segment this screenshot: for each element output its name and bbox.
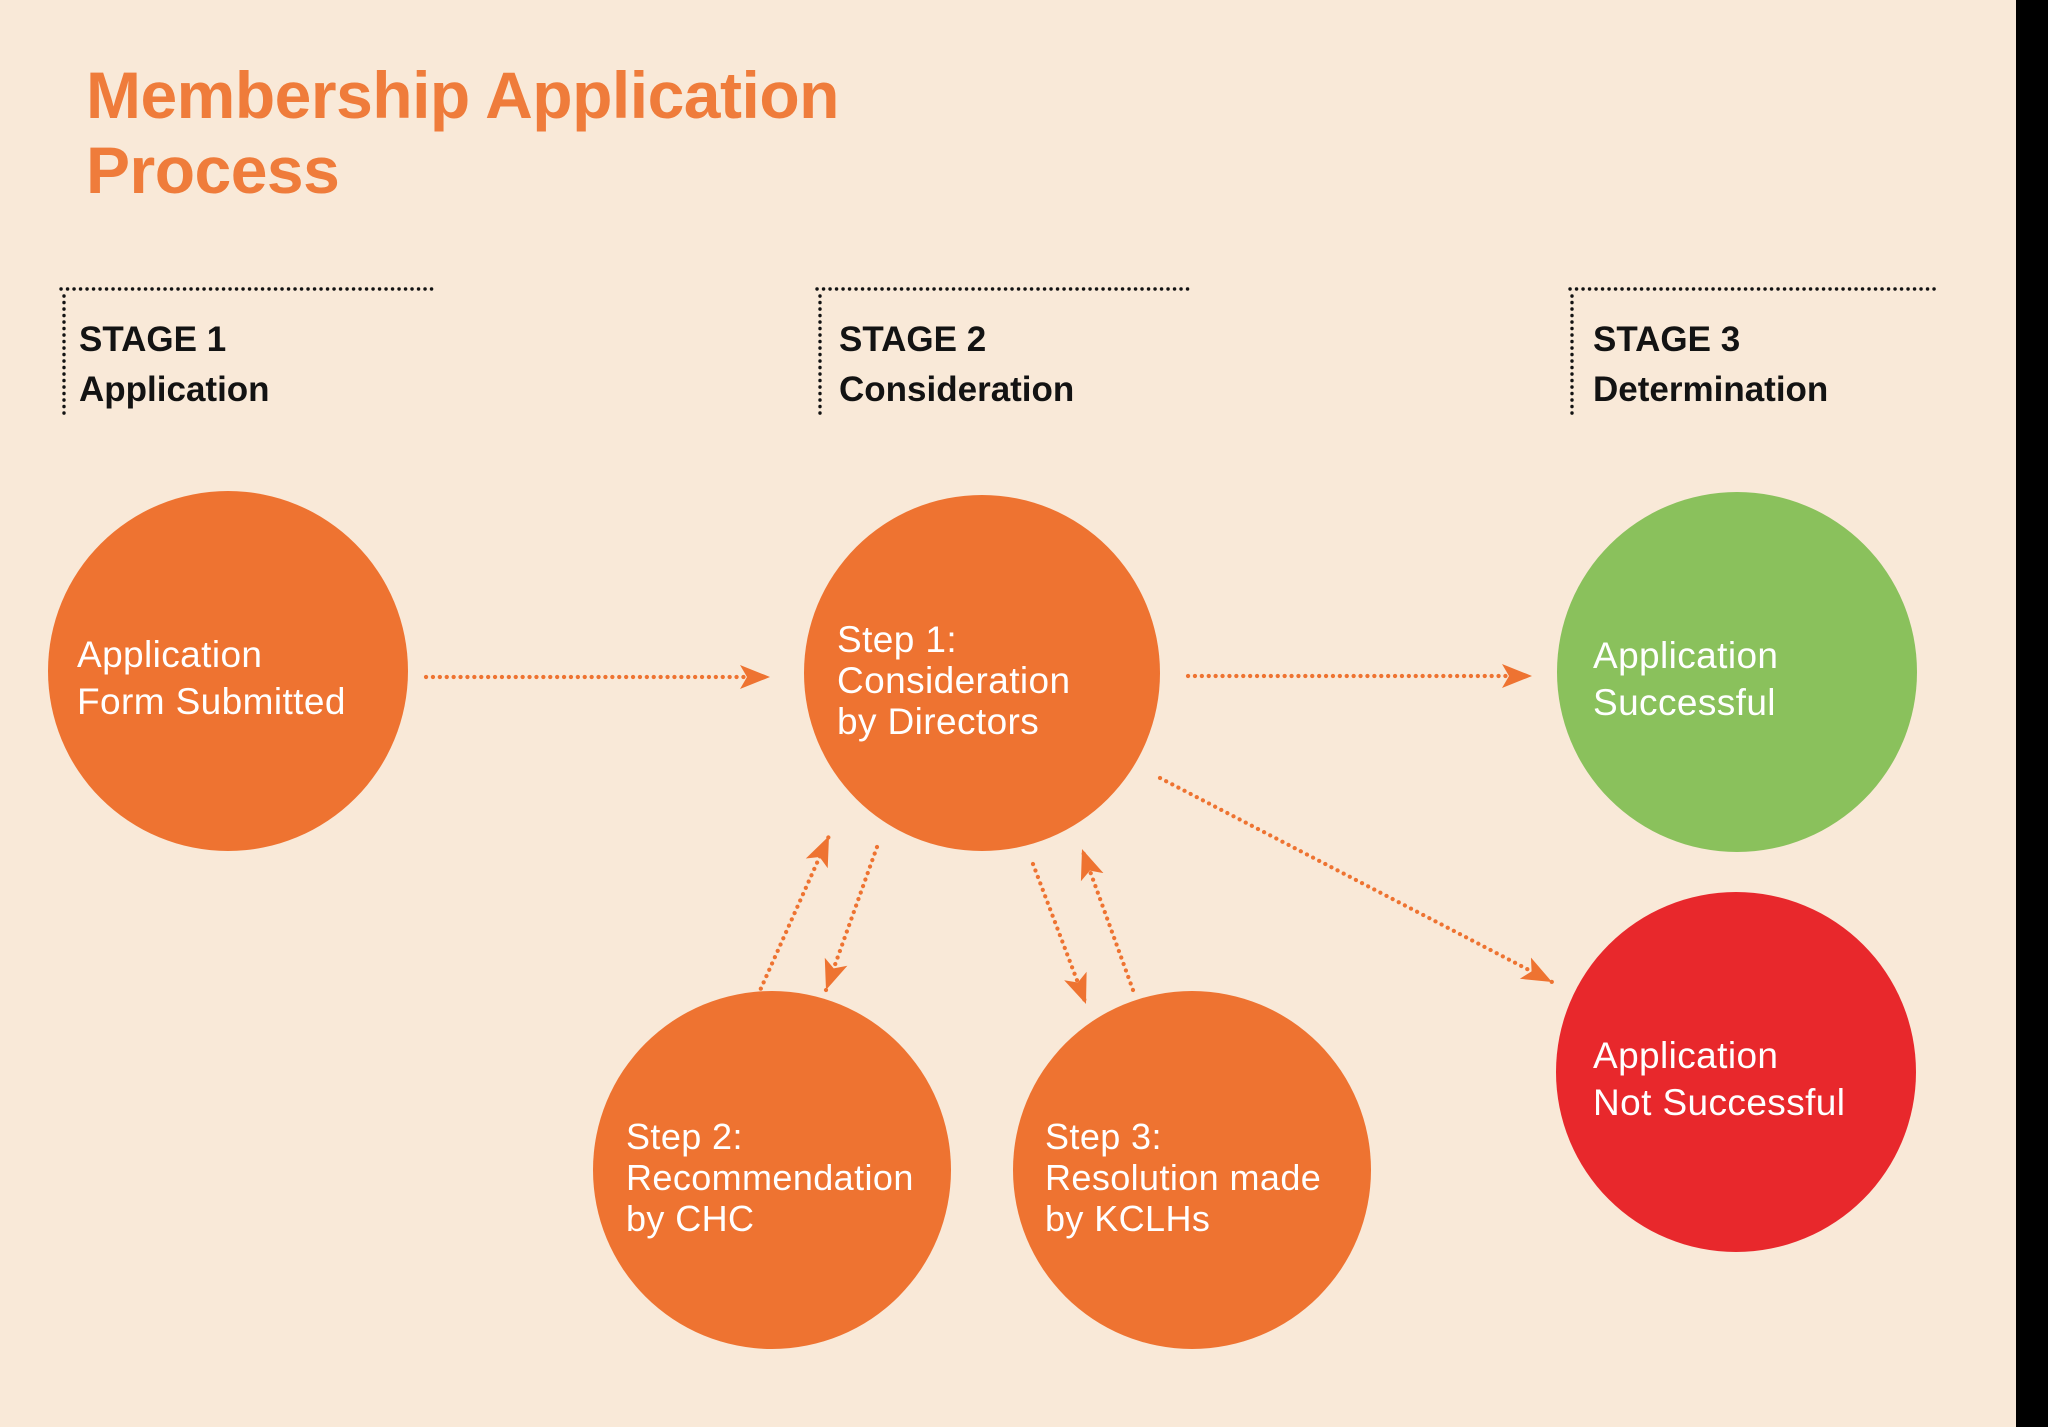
arrow-step1-to-step2 <box>823 844 880 993</box>
node-text-line: Resolution made <box>1045 1156 1322 1198</box>
node-text-line: Application <box>77 634 263 675</box>
node-text-line: Form Submitted <box>77 681 346 722</box>
stage-3-header: STAGE 3 Determination <box>1593 315 1828 415</box>
node-step1-consideration-by-directors: Step 1: Consideration by Directors <box>804 495 1160 851</box>
node-text-line: by Directors <box>837 700 1040 742</box>
stage-1-sublabel: Application <box>79 370 270 409</box>
stage-1-label: STAGE 1 <box>79 320 227 359</box>
node-text-line: Application <box>1593 635 1779 676</box>
stage-2-label: STAGE 2 <box>839 320 987 359</box>
page-title-line1: Membership Application <box>86 58 839 132</box>
node-text-line: by CHC <box>626 1197 755 1239</box>
node-text-line: by KCLHs <box>1045 1197 1211 1239</box>
arrow-step1-to-step3 <box>1030 861 1089 1007</box>
stage-3-label: STAGE 3 <box>1593 320 1741 359</box>
node-text-line: Not Successful <box>1593 1082 1846 1123</box>
node-text-line: Consideration <box>837 659 1071 701</box>
node-text-line: Application <box>1593 1035 1779 1076</box>
arrow-step1-to-not-successful <box>1157 775 1555 985</box>
page-title-line2: Process <box>86 133 340 207</box>
node-application-not-successful: Application Not Successful <box>1556 892 1916 1252</box>
node-text-line: Step 2: <box>626 1115 743 1157</box>
arrow-step2-to-step1 <box>755 833 832 998</box>
node-application-form-submitted: Application Form Submitted <box>48 491 408 851</box>
stage-2-sublabel: Consideration <box>839 370 1075 409</box>
arrow-step3-to-step1 <box>1079 846 1136 993</box>
node-step3-resolution-made-by-kclhs: Step 3: Resolution made by KCLHs <box>1013 991 1371 1349</box>
node-text-line: Recommendation <box>626 1156 914 1198</box>
stage-2-header: STAGE 2 Consideration <box>839 315 1074 415</box>
node-text-line: Step 1: <box>837 618 958 660</box>
stage-1-header: STAGE 1 Application <box>79 315 270 415</box>
node-step2-recommendation-by-chc: Step 2: Recommendation by CHC <box>593 991 951 1349</box>
page-title: Membership Application Process <box>86 58 839 208</box>
node-application-successful: Application Successful <box>1557 492 1917 852</box>
node-text-line: Step 3: <box>1045 1115 1162 1157</box>
right-edge-black-strip <box>2016 0 2048 1427</box>
node-text-line: Successful <box>1593 682 1776 723</box>
stage-3-sublabel: Determination <box>1593 370 1829 409</box>
